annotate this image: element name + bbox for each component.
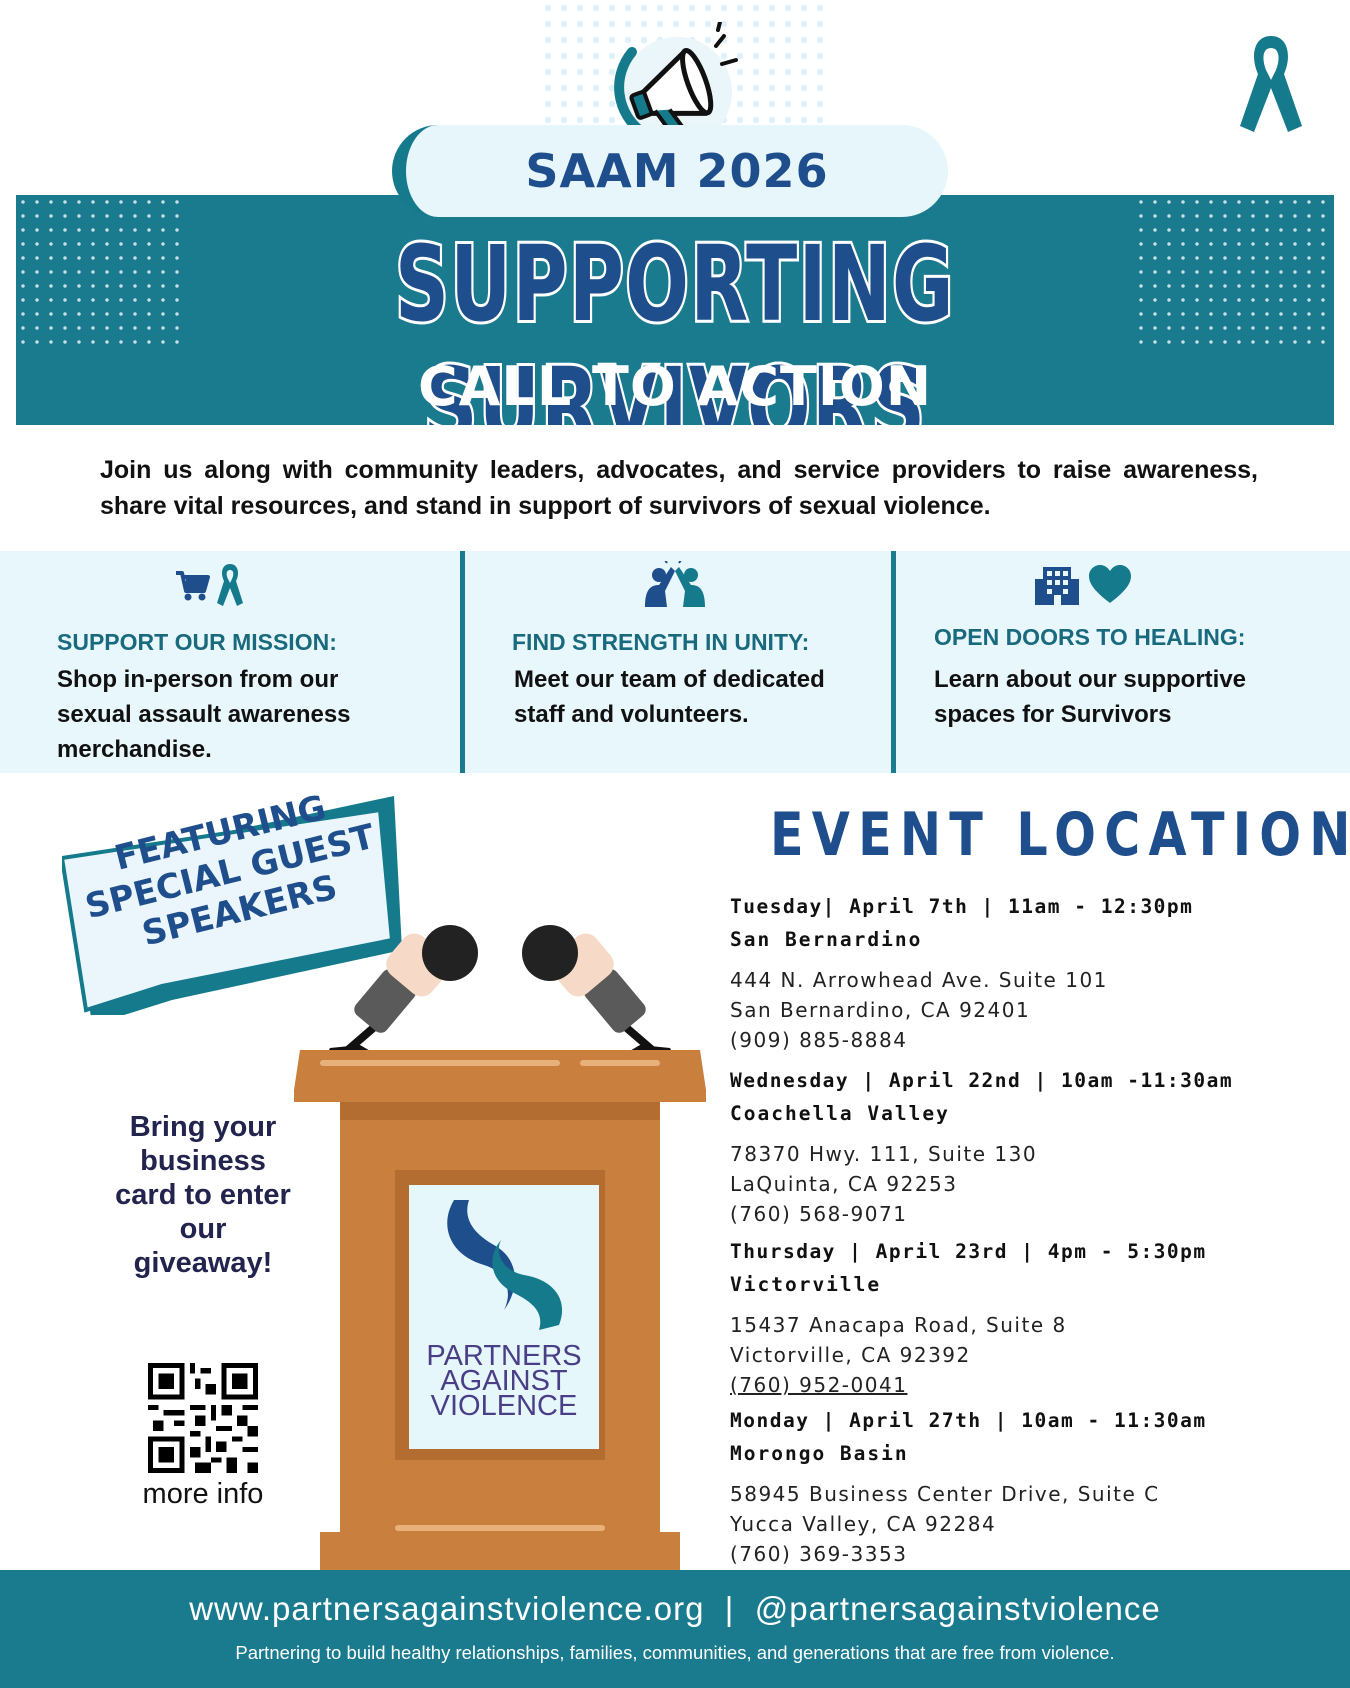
hands-logo-icon: [447, 1200, 563, 1330]
event-locations-title: EVENT LOCATIONS: [770, 800, 1350, 870]
divider: [891, 551, 896, 773]
speech-bubble: [62, 796, 402, 1015]
panel-body: Meet our team of dedicated staff and vol…: [514, 666, 825, 728]
footer-tagline: Partnering to build healthy relationship…: [235, 1642, 1115, 1663]
footer-links[interactable]: www.partnersagainstviolence.org | @partn…: [189, 1590, 1161, 1627]
header-banner: SUPPORTING SURVIVORS CALL TO ACTION: [16, 195, 1334, 425]
event-city: San Bernardino: [730, 928, 923, 951]
saam-title: SAAM 2026: [525, 144, 829, 198]
panel-open-doors: OPEN DOORS TO HEALING: Learn about our s…: [896, 551, 1350, 773]
dot-pattern: [1134, 195, 1334, 345]
awareness-ribbon-icon: [217, 564, 243, 606]
awareness-ribbon-icon: [1240, 36, 1302, 132]
footer: [0, 1570, 1350, 1688]
partners-logo-card: [409, 1185, 599, 1449]
event-address: LaQuinta, CA 92253: [730, 1172, 958, 1196]
event-address: Victorville, CA 92392: [730, 1343, 971, 1367]
divider: [460, 551, 465, 773]
saam-pill: SAAM 2026: [392, 125, 948, 217]
building-icon: [1035, 567, 1079, 605]
event-city: Morongo Basin: [730, 1442, 909, 1465]
event-item: Wednesday | April 22nd | 10am -11:30am C…: [730, 1069, 1330, 1229]
event-phone-link[interactable]: (760) 952-0041: [730, 1373, 908, 1397]
event-phone[interactable]: (760) 369-3353: [730, 1542, 908, 1566]
event-item: Monday | April 27th | 10am - 11:30am Mor…: [730, 1409, 1330, 1569]
panel-support-mission: SUPPORT OUR MISSION: Shop in-person from…: [0, 551, 460, 773]
qr-code[interactable]: [148, 1363, 258, 1473]
event-address: Yucca Valley, CA 92284: [730, 1512, 997, 1536]
event-city: Coachella Valley: [730, 1102, 950, 1125]
heart-icon: [1089, 565, 1131, 603]
page-subtitle: CALL TO ACTION: [417, 355, 933, 418]
panel-strength-unity: FIND STRENGTH IN UNITY: Meet our team of…: [465, 551, 891, 773]
event-address: 444 N. Arrowhead Ave. Suite 101: [730, 968, 1108, 992]
high-five-icon: [645, 561, 705, 607]
event-address: 58945 Business Center Drive, Suite C: [730, 1482, 1160, 1506]
event-city: Victorville: [730, 1273, 882, 1296]
panel-title: FIND STRENGTH IN UNITY:: [512, 629, 810, 655]
page-title: SUPPORTING SURVIVORS: [393, 220, 956, 425]
more-info-label: more info: [142, 1478, 264, 1510]
event-item: Thursday | April 23rd | 4pm - 5:30pm Vic…: [730, 1240, 1330, 1400]
event-address: 15437 Anacapa Road, Suite 8: [730, 1313, 1067, 1337]
shopping-cart-icon: [176, 571, 210, 601]
intro-text: Join us along with community leaders, ad…: [100, 456, 1258, 520]
panel-title: SUPPORT OUR MISSION:: [57, 629, 337, 655]
event-date: Tuesday| April 7th | 11am - 12:30pm: [730, 895, 1194, 918]
panel-body: Learn about our supportive spaces for Su…: [934, 666, 1247, 728]
event-item: Tuesday| April 7th | 11am - 12:30pm San …: [730, 895, 1330, 1055]
event-address: San Bernardino, CA 92401: [730, 998, 1031, 1022]
event-date: Wednesday | April 22nd | 10am -11:30am: [730, 1069, 1234, 1092]
giveaway-text: Bring your business card to enter our gi…: [115, 1111, 291, 1279]
panel-body: Shop in-person from our sexual assault a…: [57, 666, 351, 763]
event-date: Monday | April 27th | 10am - 11:30am: [730, 1409, 1207, 1432]
event-phone[interactable]: (909) 885-8884: [730, 1028, 908, 1052]
event-date: Thursday | April 23rd | 4pm - 5:30pm: [730, 1240, 1207, 1263]
event-phone[interactable]: (760) 568-9071: [730, 1202, 908, 1226]
dot-pattern: [16, 195, 186, 345]
panel-title: OPEN DOORS TO HEALING:: [934, 624, 1246, 650]
partners-logo-text: PARTNERS AGAINST VIOLENCE: [426, 1340, 582, 1422]
event-address: 78370 Hwy. 111, Suite 130: [730, 1142, 1038, 1166]
